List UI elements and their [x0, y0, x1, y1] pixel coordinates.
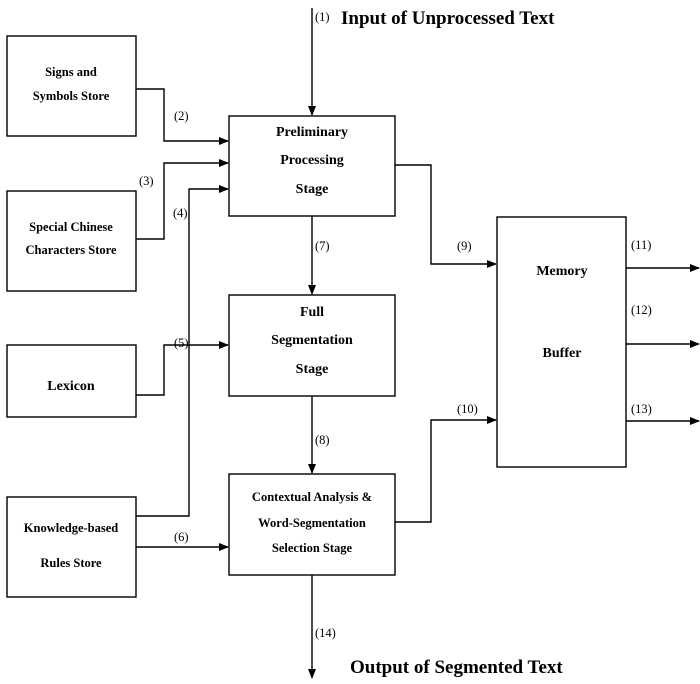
contextual-line1: Contextual Analysis & [252, 490, 372, 504]
preliminary-line1: Preliminary [276, 125, 348, 140]
special-chinese-characters-store-box: Special Chinese Characters Store [6, 190, 137, 292]
signs-store-line2: Symbols Store [33, 89, 110, 103]
rules-store-line1: Knowledge-based [24, 521, 119, 535]
memory-buffer-box: Memory Buffer [496, 216, 627, 468]
label-10: (10) [457, 402, 478, 416]
label-5: (5) [174, 336, 189, 350]
arrow-2-signs-to-preliminary [136, 88, 229, 145]
label-6: (6) [174, 530, 189, 544]
preliminary-processing-stage-box: Preliminary Processing Stage [228, 115, 396, 217]
arrow-3-special-to-preliminary [136, 159, 229, 240]
label-7: (7) [315, 239, 330, 253]
preliminary-line2: Processing [280, 153, 344, 168]
arrow-4-rules-to-preliminary [136, 185, 229, 517]
lexicon-box: Lexicon [6, 344, 137, 418]
label-13: (13) [631, 402, 652, 416]
signs-store-line1: Signs and [45, 65, 97, 79]
label-4: (4) [173, 206, 188, 220]
memory-line2: Buffer [543, 346, 582, 361]
full-seg-line1: Full [300, 305, 324, 320]
memory-line1: Memory [536, 264, 587, 279]
arrow-5-lexicon-to-full [136, 341, 229, 396]
contextual-line2: Word-Segmentation [258, 516, 366, 530]
label-9: (9) [457, 239, 472, 253]
contextual-analysis-stage-box: Contextual Analysis & Word-Segmentation … [228, 473, 396, 576]
arrow-10-contextual-to-memory [395, 416, 497, 523]
rules-store-line2: Rules Store [40, 556, 102, 570]
full-seg-line3: Stage [296, 362, 329, 377]
input-title: Input of Unprocessed Text [341, 8, 555, 29]
label-3: (3) [139, 174, 154, 188]
preliminary-line3: Stage [296, 182, 329, 197]
contextual-line3: Selection Stage [272, 541, 353, 555]
special-store-line2: Characters Store [25, 243, 117, 257]
full-seg-line2: Segmentation [271, 333, 353, 348]
label-1: (1) [315, 10, 330, 24]
signs-symbols-store-box: Signs and Symbols Store [6, 35, 137, 137]
arrow-9-preliminary-to-memory [395, 164, 497, 268]
special-store-line1: Special Chinese [29, 220, 113, 234]
label-12: (12) [631, 303, 652, 317]
lexicon-label: Lexicon [47, 379, 95, 394]
label-14: (14) [315, 626, 336, 640]
label-8: (8) [315, 433, 330, 447]
knowledge-rules-store-box: Knowledge-based Rules Store [6, 496, 137, 598]
output-title: Output of Segmented Text [350, 657, 563, 678]
full-segmentation-stage-box: Full Segmentation Stage [228, 294, 396, 397]
label-2: (2) [174, 109, 189, 123]
label-11: (11) [631, 238, 651, 252]
